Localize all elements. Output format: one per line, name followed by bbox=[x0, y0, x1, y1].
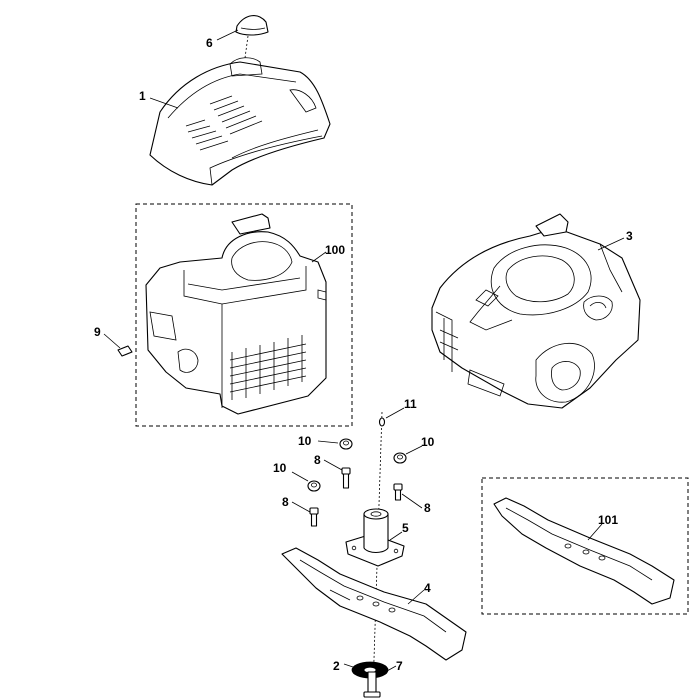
callout-2: 2 bbox=[333, 659, 340, 673]
leader-2 bbox=[343, 663, 357, 669]
part-10-nut-c[interactable] bbox=[307, 480, 321, 492]
callout-10b: 10 bbox=[421, 435, 435, 449]
callout-100: 100 bbox=[325, 243, 345, 257]
callout-8c: 8 bbox=[282, 495, 289, 509]
callout-9: 9 bbox=[94, 325, 101, 339]
part-4-blade[interactable] bbox=[281, 547, 467, 661]
part-10-nut-b[interactable] bbox=[393, 452, 407, 464]
callout-8b: 8 bbox=[424, 501, 431, 515]
leader-7 bbox=[377, 665, 397, 677]
leader-10b bbox=[405, 445, 423, 455]
leader-11 bbox=[385, 407, 405, 419]
part-100-engine[interactable] bbox=[145, 213, 327, 415]
callout-5: 5 bbox=[402, 521, 409, 535]
callout-10c: 10 bbox=[273, 461, 287, 475]
leader-4 bbox=[407, 589, 425, 605]
leader-100 bbox=[311, 251, 327, 263]
leader-8a bbox=[323, 459, 343, 471]
leader-5 bbox=[389, 531, 403, 541]
part-11-key[interactable] bbox=[378, 417, 386, 427]
part-9-bolt[interactable] bbox=[117, 345, 133, 357]
callout-11: 11 bbox=[404, 397, 417, 411]
part-8-bolt-a[interactable] bbox=[341, 467, 351, 489]
part-6-cap[interactable] bbox=[235, 15, 269, 36]
part-8-bolt-c[interactable] bbox=[309, 507, 319, 527]
alt-blade-group-box bbox=[481, 477, 689, 615]
part-7-blade-bolt[interactable] bbox=[363, 671, 381, 698]
leader-101 bbox=[587, 523, 603, 541]
callout-101: 101 bbox=[598, 513, 618, 527]
leader-6 bbox=[216, 29, 239, 41]
leader-9 bbox=[103, 333, 121, 349]
part-5-blade-adapter[interactable] bbox=[345, 508, 405, 567]
part-3-engine[interactable] bbox=[431, 213, 641, 409]
callout-10a: 10 bbox=[298, 434, 312, 448]
part-101-blade[interactable] bbox=[493, 497, 675, 605]
callout-4: 4 bbox=[424, 581, 431, 595]
leader-10c bbox=[291, 471, 309, 482]
part-10-nut-a[interactable] bbox=[339, 438, 353, 450]
part-1-engine-cover[interactable] bbox=[149, 57, 331, 186]
callout-8a: 8 bbox=[314, 453, 321, 467]
callout-6: 6 bbox=[206, 36, 213, 50]
callout-1: 1 bbox=[139, 89, 146, 103]
leader-8b bbox=[401, 493, 423, 509]
leader-10a bbox=[317, 440, 339, 444]
callout-3: 3 bbox=[626, 229, 633, 243]
leader-8c bbox=[291, 501, 311, 513]
engine-group-box bbox=[135, 203, 353, 427]
leader-3 bbox=[597, 237, 625, 251]
part-8-bolt-b[interactable] bbox=[393, 483, 403, 501]
callout-7: 7 bbox=[396, 659, 403, 673]
leader-1 bbox=[149, 97, 179, 109]
axis-6 bbox=[244, 35, 249, 59]
